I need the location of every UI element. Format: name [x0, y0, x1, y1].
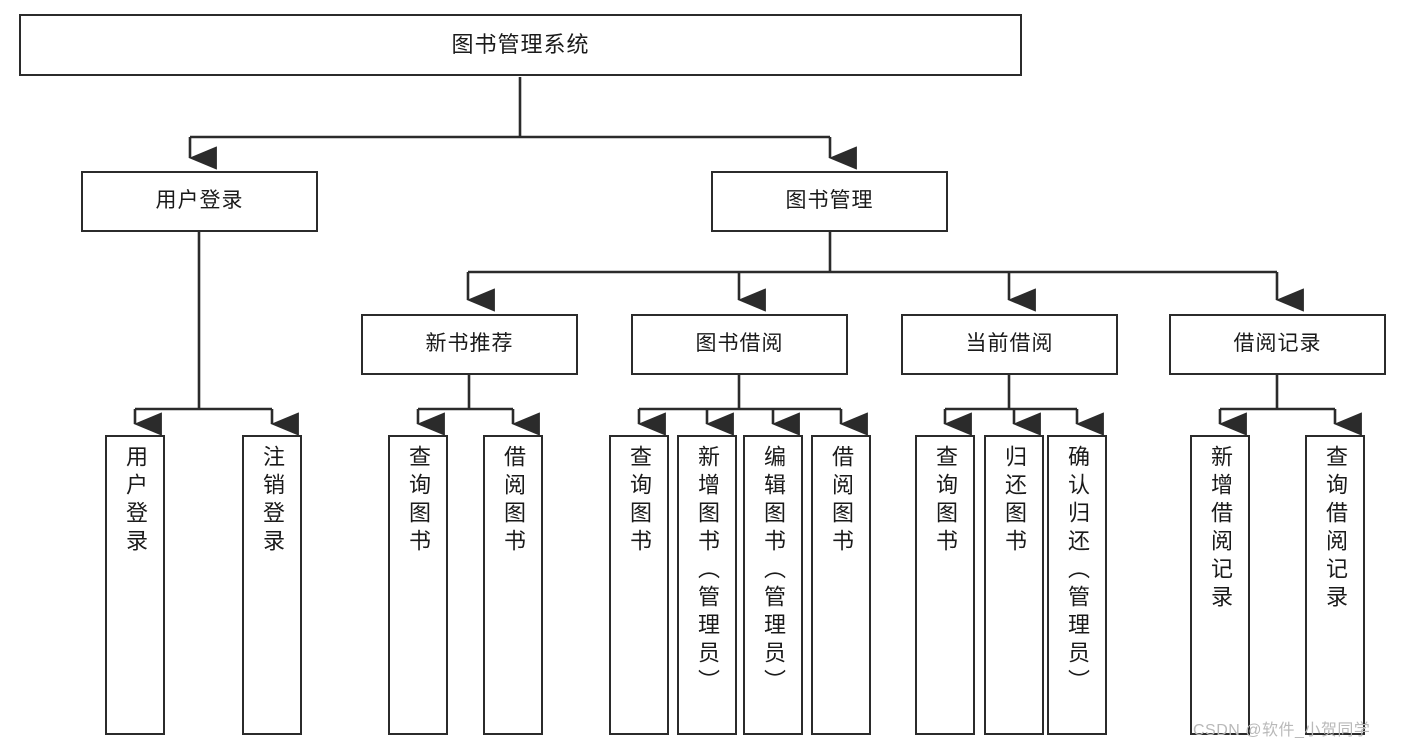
leaf-borrow-query-book[interactable]: 查询图书 [609, 435, 669, 735]
leaf-borrow-edit-book-admin[interactable]: 编辑图书（管理员） [743, 435, 803, 735]
leaf-current-return-book[interactable]: 归还图书 [984, 435, 1044, 735]
node-label: 查询图书 [627, 445, 652, 557]
leaf-current-confirm-return-admin[interactable]: 确认归还（管理员） [1047, 435, 1107, 735]
node-label: 查询图书 [933, 445, 958, 557]
node-root-system[interactable]: 图书管理系统 [19, 14, 1022, 76]
node-label: 新书推荐 [425, 332, 514, 356]
node-label: 当前借阅 [965, 332, 1054, 356]
node-label: 归还图书 [1002, 445, 1027, 557]
node-label: 编辑图书（管理员） [761, 445, 786, 697]
node-user-login[interactable]: 用户登录 [81, 171, 318, 232]
node-label: 用户登录 [123, 445, 148, 557]
node-label: 新增图书（管理员） [695, 445, 720, 697]
leaf-user-login[interactable]: 用户登录 [105, 435, 165, 735]
node-book-management[interactable]: 图书管理 [711, 171, 948, 232]
node-label: 借阅图书 [829, 445, 854, 557]
node-label: 图书借阅 [695, 332, 784, 356]
node-label: 新增借阅记录 [1208, 445, 1233, 613]
node-label: 用户登录 [155, 189, 244, 213]
leaf-user-logout[interactable]: 注销登录 [242, 435, 302, 735]
node-label: 确认归还（管理员） [1065, 445, 1090, 697]
node-label: 图书管理 [785, 189, 874, 213]
leaf-record-query-borrow-record[interactable]: 查询借阅记录 [1305, 435, 1365, 735]
node-label: 查询借阅记录 [1323, 445, 1348, 613]
node-label: 借阅记录 [1233, 332, 1322, 356]
node-label: 查询图书 [406, 445, 431, 557]
node-current-borrow[interactable]: 当前借阅 [901, 314, 1118, 375]
leaf-borrow-add-book-admin[interactable]: 新增图书（管理员） [677, 435, 737, 735]
node-borrow-record[interactable]: 借阅记录 [1169, 314, 1386, 375]
leaf-recommend-query-book[interactable]: 查询图书 [388, 435, 448, 735]
node-label: 注销登录 [260, 445, 285, 557]
leaf-record-add-borrow-record[interactable]: 新增借阅记录 [1190, 435, 1250, 735]
leaf-current-query-book[interactable]: 查询图书 [915, 435, 975, 735]
node-new-book-recommend[interactable]: 新书推荐 [361, 314, 578, 375]
leaf-borrow-borrow-book[interactable]: 借阅图书 [811, 435, 871, 735]
leaf-recommend-borrow-book[interactable]: 借阅图书 [483, 435, 543, 735]
node-label: 图书管理系统 [451, 32, 590, 58]
node-label: 借阅图书 [501, 445, 526, 557]
node-book-borrow[interactable]: 图书借阅 [631, 314, 848, 375]
